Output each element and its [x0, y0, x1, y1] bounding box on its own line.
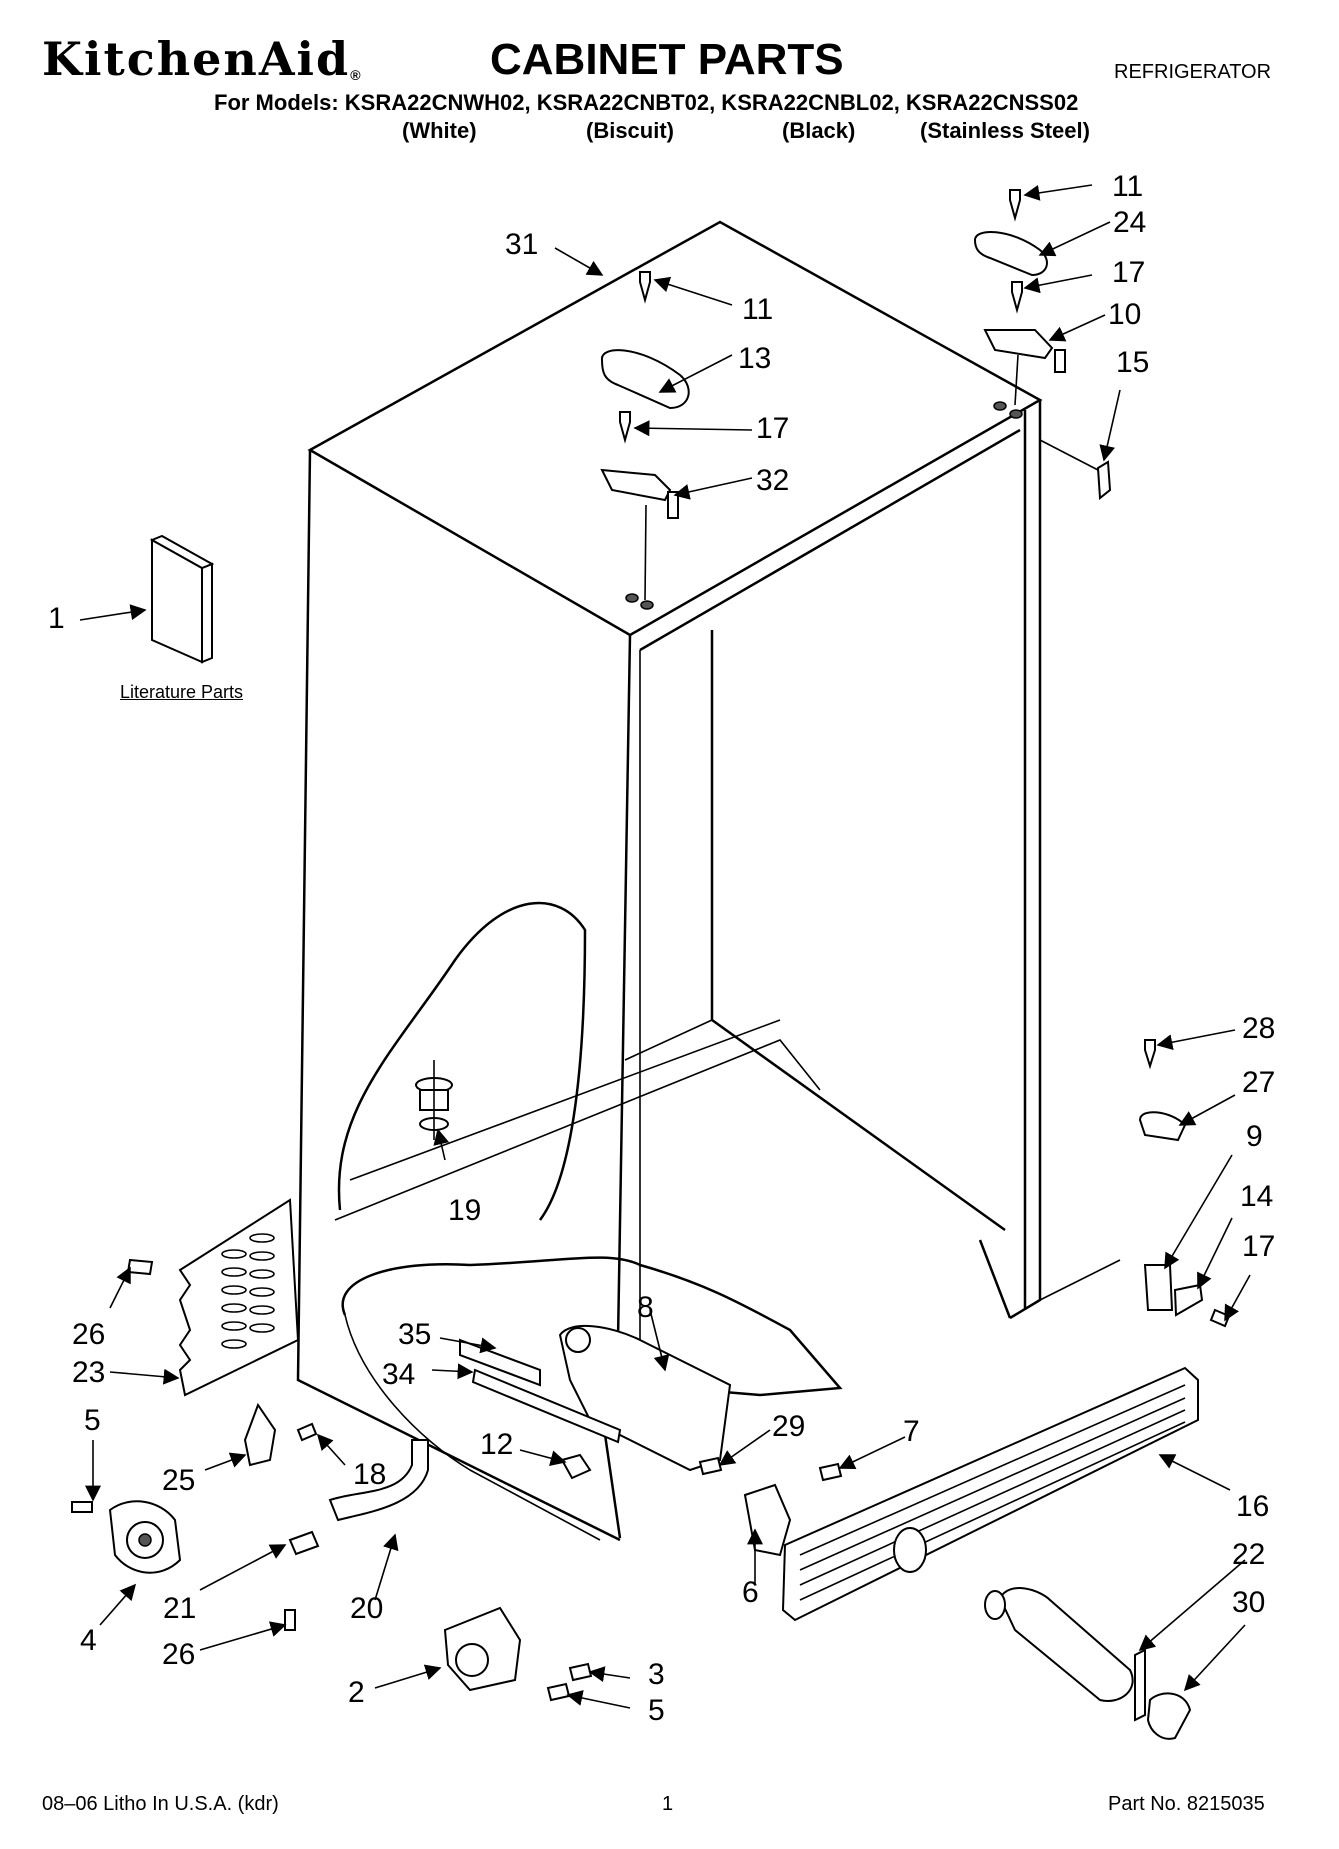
leader-lines: [79, 184, 1251, 1709]
callout-15: 15: [1116, 346, 1150, 379]
callout-26: 26: [72, 1318, 106, 1351]
callout-2: 2: [348, 1676, 365, 1709]
footer-litho: 08–06 Litho In U.S.A. (kdr): [42, 1793, 279, 1815]
front-roller: [443, 1606, 593, 1702]
callout-31: 31: [505, 228, 539, 261]
page-title: CABINET PARTS: [490, 35, 844, 84]
callout-26-lower: 26: [162, 1638, 196, 1671]
callout-16: 16: [1236, 1490, 1270, 1523]
callout-5-lower: 5: [648, 1694, 665, 1727]
callout-25: 25: [162, 1464, 196, 1497]
callout-17-lower: 17: [1242, 1230, 1276, 1263]
callout-30: 30: [1232, 1586, 1266, 1619]
callout-11: 11: [742, 293, 774, 326]
base-grille: [781, 1366, 1199, 1622]
literature-parts-label: Literature Parts: [120, 682, 244, 702]
callout-17: 17: [756, 412, 790, 445]
callout-23: 23: [72, 1356, 106, 1389]
callout-17-right: 17: [1112, 256, 1146, 289]
callout-29: 29: [772, 1410, 806, 1443]
lower-hinge-right: [1039, 1039, 1231, 1328]
color-label-biscuit: (Biscuit): [586, 118, 674, 143]
appliance-type: REFRIGERATOR: [1114, 61, 1272, 83]
callout-11-right: 11: [1112, 170, 1144, 203]
top-hinge-right: [973, 189, 1112, 500]
callout-32: 32: [756, 464, 790, 497]
callout-9: 9: [1246, 1120, 1263, 1153]
drain-fitting: [415, 1060, 453, 1140]
callout-5: 5: [84, 1404, 101, 1437]
callout-1: 1: [48, 602, 65, 635]
callout-24: 24: [1113, 206, 1147, 239]
registered-mark: ®: [350, 67, 363, 83]
callout-21: 21: [163, 1592, 197, 1625]
callout-19: 19: [448, 1194, 482, 1227]
color-label-white: (White): [402, 118, 477, 143]
literature-book: [149, 534, 215, 664]
callout-20: 20: [350, 1592, 384, 1625]
callout-34: 34: [382, 1358, 416, 1391]
callout-28: 28: [1242, 1012, 1276, 1045]
color-label-black: (Black): [782, 118, 856, 143]
callout-35: 35: [398, 1318, 432, 1351]
top-hinge-left: [600, 271, 690, 610]
water-tube: [284, 1439, 429, 1631]
callout-12: 12: [480, 1428, 514, 1461]
models-line: For Models: KSRA22CNWH02, KSRA22CNBT02, …: [214, 90, 1079, 115]
cabinet-shell: [296, 220, 1043, 1542]
callout-10: 10: [1108, 298, 1142, 331]
callout-4: 4: [80, 1624, 97, 1657]
callout-13: 13: [738, 342, 772, 375]
bracket-25: [243, 1402, 318, 1467]
callout-7: 7: [903, 1415, 920, 1448]
water-filter: [984, 1587, 1192, 1740]
callout-27: 27: [1242, 1066, 1276, 1099]
callout-3: 3: [648, 1658, 665, 1691]
leveling-roller: [71, 1500, 182, 1574]
callout-6: 6: [742, 1576, 759, 1609]
callout-18: 18: [353, 1458, 387, 1491]
brand-logo: KitchenAid®: [42, 32, 363, 86]
page-number: 1: [662, 1793, 674, 1815]
callout-8: 8: [637, 1291, 654, 1324]
callout-22: 22: [1232, 1538, 1266, 1571]
part-number: Part No. 8215035: [1108, 1793, 1265, 1815]
color-label-stainless: (Stainless Steel): [920, 118, 1090, 143]
back-panel: [126, 1198, 300, 1397]
callout-14: 14: [1240, 1180, 1274, 1213]
